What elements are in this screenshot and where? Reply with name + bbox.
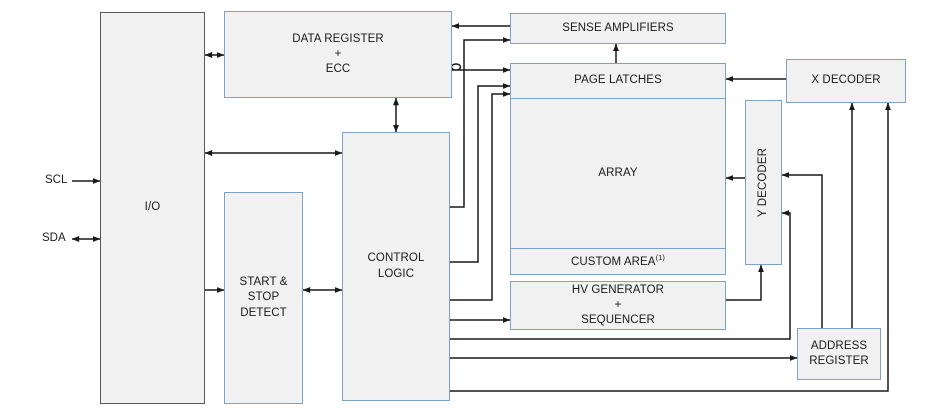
block-address-register-label: ADDRESS REGISTER bbox=[809, 339, 869, 367]
wire-address-register-to-y-decoder bbox=[781, 172, 823, 328]
block-page-latches[interactable]: PAGE LATCHES bbox=[510, 63, 726, 99]
block-array[interactable]: ARRAY bbox=[510, 99, 726, 249]
block-start-stop-detect-label: START & STOP DETECT bbox=[239, 276, 288, 319]
block-array-label: ARRAY bbox=[598, 166, 638, 179]
block-x-decoder-label: X DECODER bbox=[811, 74, 881, 87]
block-data-register-label: DATA REGISTER + ECC bbox=[292, 32, 384, 76]
wire-hv-generator-to-y-decoder bbox=[726, 264, 764, 301]
block-io[interactable]: I/O bbox=[100, 12, 205, 404]
block-start-stop-detect[interactable]: START & STOP DETECT bbox=[224, 192, 303, 404]
wire-control-logic-to-sense-amp bbox=[450, 37, 511, 208]
block-custom-area[interactable]: CUSTOM AREA(1) bbox=[510, 249, 726, 275]
block-data-register[interactable]: DATA REGISTER + ECC bbox=[224, 11, 452, 98]
block-control-logic-label: CONTROL LOGIC bbox=[367, 252, 425, 280]
signal-label-sda: SDA bbox=[42, 232, 66, 244]
block-page-latches-label: PAGE LATCHES bbox=[574, 74, 662, 87]
block-sense-amplifiers[interactable]: SENSE AMPLIFIERS bbox=[510, 13, 726, 44]
block-x-decoder[interactable]: X DECODER bbox=[786, 59, 906, 103]
block-hv-generator-label: HV GENERATOR + SEQUENCER bbox=[571, 283, 665, 327]
block-custom-area-footnote: (1) bbox=[655, 253, 666, 262]
wire-control-logic-to-page-latches-a bbox=[450, 83, 511, 263]
block-control-logic[interactable]: CONTROL LOGIC bbox=[342, 132, 450, 401]
wire-control-logic-to-x-decoder bbox=[450, 102, 891, 392]
signal-label-scl: SCL bbox=[45, 174, 68, 186]
block-sense-amplifiers-label: SENSE AMPLIFIERS bbox=[562, 21, 674, 34]
wire-data-register-to-page-latches bbox=[450, 63, 511, 73]
block-io-label: I/O bbox=[144, 201, 161, 214]
wire-control-logic-to-y-decoder bbox=[450, 210, 791, 340]
block-y-decoder-label: Y DECODER bbox=[756, 147, 769, 218]
block-hv-generator[interactable]: HV GENERATOR + SEQUENCER bbox=[510, 281, 726, 330]
wire-control-logic-to-page-latches-b bbox=[450, 91, 511, 301]
block-custom-area-label: CUSTOM AREA(1) bbox=[570, 253, 666, 268]
block-y-decoder[interactable]: Y DECODER bbox=[745, 100, 782, 265]
block-address-register[interactable]: ADDRESS REGISTER bbox=[797, 328, 881, 380]
